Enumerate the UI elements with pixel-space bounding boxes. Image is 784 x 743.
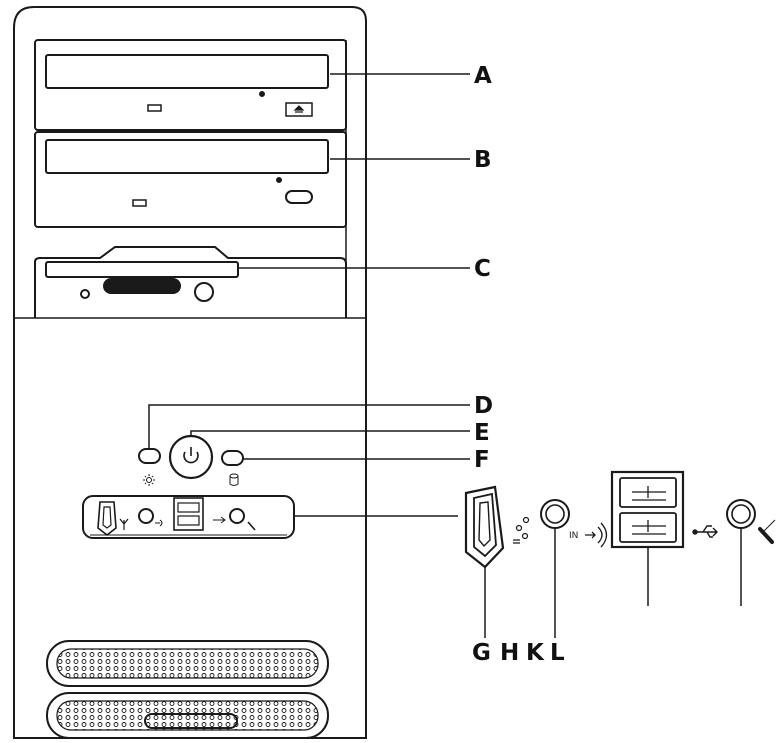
front-connector-panel [82,495,295,539]
power-button[interactable] [168,434,214,480]
callout-f: F [474,447,490,473]
hard-drive-light [221,450,244,466]
power-icon [183,447,199,464]
optical-drive-b [34,131,347,228]
callout-l: L [550,640,565,666]
leader-line-d [148,404,470,449]
panel-firewire-icon [119,518,129,530]
callout-k: K [526,640,545,666]
callout-d: D [474,393,493,419]
hard-drive-icon [229,473,239,486]
optical-drive-a [34,39,347,131]
panel-usb-ports[interactable] [173,497,204,531]
card-reader-c [34,246,347,318]
callout-b: B [474,147,492,173]
callout-h: H [500,640,519,666]
usb-icon [692,525,718,538]
callout-e: E [474,420,490,446]
microphone-icon [758,519,776,544]
panel-line-in-port[interactable] [138,508,154,524]
power-area [138,434,244,486]
tower-outline [13,6,367,739]
panel-line-in-icon [155,519,163,527]
panel-mic-icon [247,521,256,531]
panel-firewire-port[interactable] [97,501,117,537]
activity-light [138,448,161,464]
callout-a: A [474,63,492,89]
callout-g: G [472,640,491,666]
leader-line-e [190,430,470,436]
vent-grille-bottom [46,692,329,739]
line-in-port-enlarged[interactable] [540,499,570,529]
callout-c: C [474,256,491,282]
tower-foot-slot [144,713,238,729]
usb-ports-enlarged[interactable] [610,470,685,549]
eject-icon[interactable] [285,102,313,117]
vent-grille-top [46,640,329,687]
firewire-port-enlarged[interactable] [464,485,505,569]
line-in-icon [585,522,608,548]
line-in-text: IN [569,531,578,541]
activity-light-icon [143,474,155,486]
mic-port-enlarged[interactable] [726,499,756,529]
drive-b-eject-button[interactable] [285,190,313,204]
firewire-icon [513,516,530,544]
panel-usb-icon [213,516,226,524]
panel-mic-port[interactable] [229,508,245,524]
